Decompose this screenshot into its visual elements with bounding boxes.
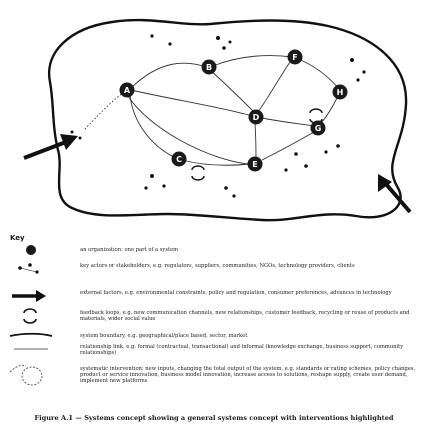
node-h-label: H: [337, 88, 344, 97]
key-text-actors: key actors or stakeholders, e.g. regulat…: [80, 263, 355, 269]
key-text-feedback-loops: feedback loops, e.g. new communication c…: [80, 310, 410, 322]
link-f-d: [257, 61, 291, 113]
external-arrow-left-head: [60, 134, 78, 150]
node-f: [287, 49, 303, 65]
key-text-relationship-link: relationship link, e.g. formal (contract…: [80, 344, 404, 356]
link-a-c: [129, 93, 177, 159]
system-boundary: [47, 18, 408, 222]
node-a-label: A: [124, 86, 131, 95]
link-d-e: [254, 123, 257, 161]
node-e-label: E: [252, 160, 257, 169]
link-a-d: [130, 89, 253, 117]
link-b-d: [209, 69, 255, 113]
systematic-intervention-icon: [9, 364, 43, 386]
node-d-label: D: [253, 113, 260, 122]
key-text-organization: an organization: one part of a system: [80, 247, 179, 253]
node-f-label: F: [292, 53, 297, 62]
link-c-e: [181, 159, 251, 166]
system-boundary-line-icon: [9, 332, 53, 337]
link-d-g: [261, 117, 315, 127]
key-item-feedback-loops: feedback loops, e.g. new communication c…: [80, 310, 420, 322]
external-factor-arrows: [23, 134, 412, 214]
link-f-h: [295, 57, 341, 91]
organization-node-icon: [26, 245, 36, 255]
link-e-g: [261, 131, 315, 161]
node-b-label: B: [206, 63, 212, 72]
node-g-label: G: [315, 124, 322, 133]
node-b: [201, 59, 217, 75]
link-h-g: [319, 95, 339, 125]
link-a-e: [127, 95, 249, 165]
actors-dots-icon: [18, 263, 39, 274]
key-item-actors: key actors or stakeholders, e.g. regulat…: [80, 263, 420, 269]
figure-caption: Figure A.1 — Systems concept showing a g…: [34, 414, 394, 422]
external-arrow-right-shaft: [384, 182, 412, 214]
key-item-system-boundary: system boundary, e.g. geographical/place…: [80, 333, 420, 339]
node-h: [332, 84, 348, 100]
link-a-dots-left: [83, 91, 125, 131]
stakeholder-dots: [70, 34, 366, 198]
key-item-systematic-intervention: systematic intervention: new inputs, cha…: [80, 366, 420, 384]
node-g: [310, 120, 326, 136]
key-item-external-factors: external factors, e.g. environmental con…: [80, 290, 420, 296]
node-labels: A B C D E F G H: [124, 53, 343, 169]
organization-nodes: [119, 49, 348, 172]
node-a: [119, 82, 135, 98]
external-arrow-right-head: [378, 174, 392, 192]
external-arrow-left-shaft: [23, 140, 67, 160]
link-a-b: [130, 62, 208, 89]
key-text-systematic-intervention: systematic intervention: new inputs, cha…: [80, 366, 416, 384]
key-title: Key: [10, 234, 25, 242]
external-factors-arrow-icon: [12, 290, 46, 302]
node-c-label: C: [176, 155, 182, 164]
feedback-loop-1: [191, 165, 205, 181]
key-text-system-boundary: system boundary, e.g. geographical/place…: [80, 333, 248, 339]
key-symbols: [9, 245, 53, 386]
node-c: [171, 151, 187, 167]
node-e: [247, 156, 263, 172]
link-b-f: [212, 55, 293, 67]
key-item-organization: an organization: one part of a system: [80, 247, 420, 253]
node-d: [248, 109, 264, 125]
feedback-loop-icon: [23, 308, 37, 324]
key-text-external-factors: external factors, e.g. environmental con…: [80, 290, 392, 296]
key-item-relationship-link: relationship link, e.g. formal (contract…: [80, 344, 420, 356]
